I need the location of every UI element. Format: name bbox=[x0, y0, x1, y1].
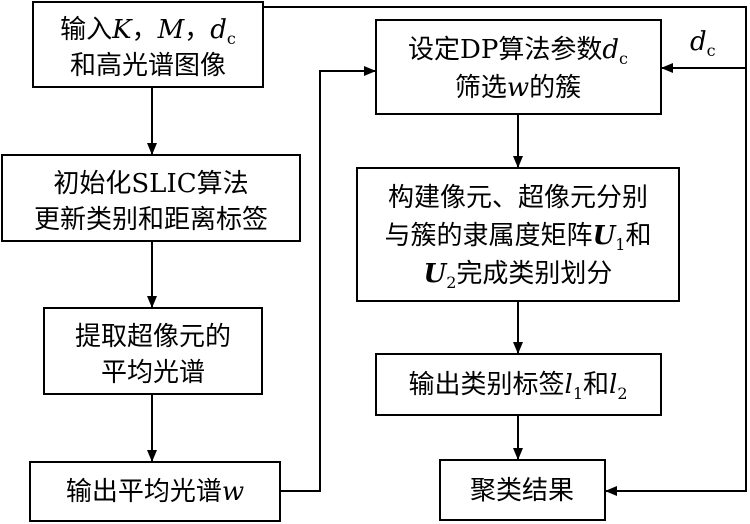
edge-output-to-dp bbox=[280, 66, 376, 492]
input-line2: 和高光谱图像 bbox=[70, 51, 226, 81]
node-membership: 构建像元、超像元分别 与簇的隶属度矩阵U1和 U2完成类别划分 bbox=[356, 167, 680, 302]
membership-line3: U2完成类别划分 bbox=[424, 259, 613, 292]
edge-label-dc: dc bbox=[690, 27, 716, 60]
membership-line1: 构建像元、超像元分别 bbox=[388, 183, 648, 213]
node-extract: 提取超像元的 平均光谱 bbox=[43, 307, 263, 395]
edge-input-to-result bbox=[263, 6, 747, 496]
node-input: 输入K，M，dc 和高光谱图像 bbox=[32, 1, 264, 88]
labels-text: 输出类别标签l1和l2 bbox=[408, 370, 627, 403]
membership-line2: 与簇的隶属度矩阵U1和 bbox=[385, 221, 652, 254]
result-text: 聚类结果 bbox=[470, 476, 574, 506]
output-avg-text: 输出平均光谱w bbox=[66, 477, 244, 507]
extract-line2: 平均光谱 bbox=[101, 358, 205, 388]
init-line2: 更新类别和距离标签 bbox=[34, 205, 268, 235]
input-line1: 输入K，M，dc bbox=[60, 15, 236, 48]
node-output-avg: 输出平均光谱w bbox=[29, 461, 281, 522]
node-result: 聚类结果 bbox=[439, 459, 606, 521]
extract-line1: 提取超像元的 bbox=[75, 322, 231, 352]
node-dp: 设定DP算法参数dc 筛选w的簇 bbox=[375, 19, 662, 115]
dp-line1: 设定DP算法参数dc bbox=[408, 35, 628, 68]
node-labels: 输出类别标签l1和l2 bbox=[375, 353, 662, 416]
init-line1: 初始化SLIC算法 bbox=[53, 169, 248, 199]
node-init: 初始化SLIC算法 更新类别和距离标签 bbox=[1, 154, 301, 242]
dp-line2: 筛选w的簇 bbox=[455, 73, 581, 103]
